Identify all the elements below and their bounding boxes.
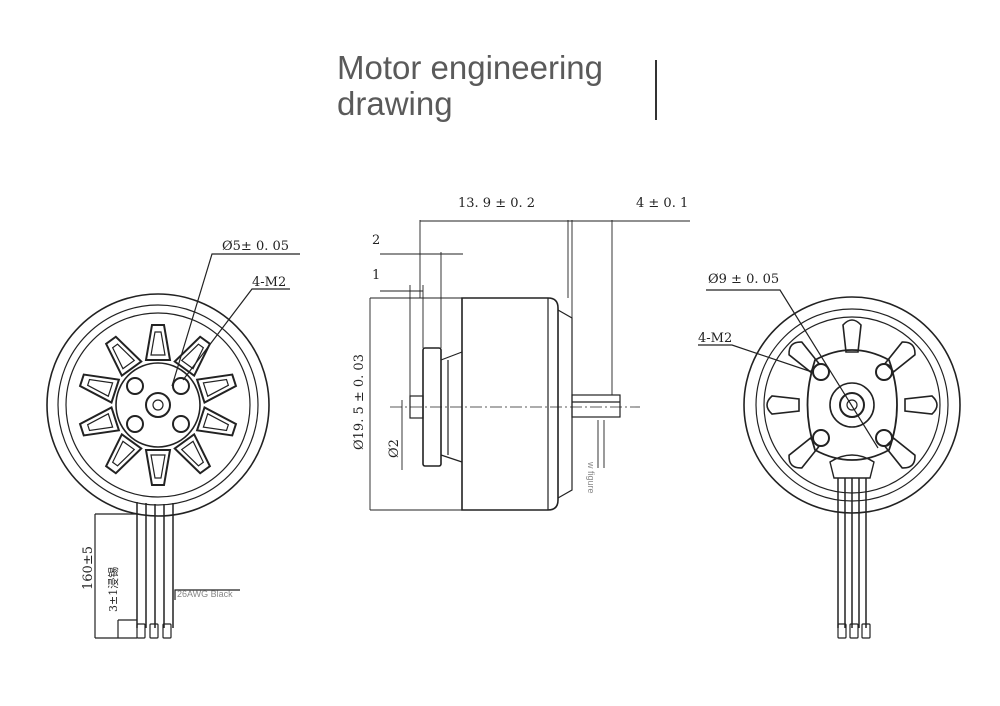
dim-length: 13. 9 ± 0. 2: [458, 196, 535, 211]
title-divider: [655, 60, 657, 120]
dim-lead-length: 160±5: [81, 546, 96, 590]
title-line-1: Motor engineering: [337, 49, 603, 86]
dim-flange-1: 1: [372, 268, 380, 283]
dim-lead-tin: 3±1浸锡: [106, 567, 120, 612]
dim-diameter: Ø19. 5 ± 0. 03: [352, 354, 367, 450]
dim-shaft-dia: Ø2: [387, 439, 402, 458]
dim-shaft-length: 4 ± 0. 1: [636, 196, 688, 211]
dim-rear-dia: Ø9 ± 0. 05: [708, 272, 779, 287]
dim-rear-screws: 4-M2: [698, 331, 732, 346]
dim-flange-2: 2: [372, 233, 380, 248]
rear-view: [698, 289, 961, 639]
dim-front-dia: Ø5± 0. 05: [222, 239, 289, 254]
side-view: [369, 220, 690, 511]
page-title: Motor engineering drawing: [337, 50, 657, 122]
front-view-vents: [78, 324, 238, 486]
title-line-2: drawing: [337, 85, 453, 122]
front-view: [46, 253, 300, 639]
dim-front-screws: 4-M2: [252, 275, 286, 290]
w-figure-note: w figure: [586, 461, 596, 494]
wire-note: 26AWG Black: [177, 589, 233, 599]
